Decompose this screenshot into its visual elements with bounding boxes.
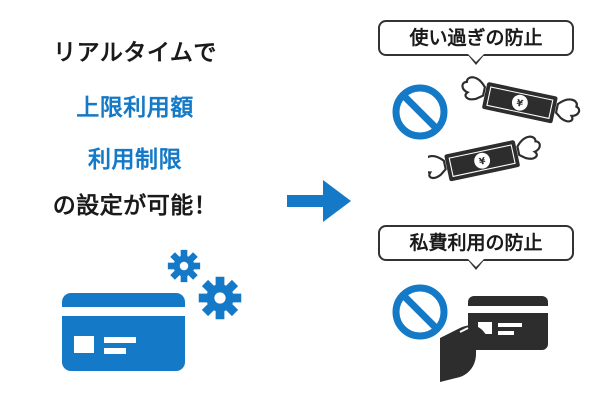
hand-holding-card-icon — [440, 296, 548, 382]
headline-line-1: リアルタイムで — [53, 40, 217, 66]
callout-private-use: 私費利用の防止 — [378, 225, 574, 261]
credit-card-icon — [62, 293, 185, 371]
flying-money-icon: ¥ — [428, 76, 583, 188]
prohibited-icon — [392, 284, 448, 340]
headline-line-2: 上限利用額 — [76, 95, 194, 121]
headline-line-3: 利用制限 — [88, 147, 182, 173]
prohibited-icon — [392, 84, 448, 140]
arrow-right-icon — [287, 180, 351, 222]
callout-overspend: 使い過ぎの防止 — [378, 20, 574, 56]
headline-line-4: の設定が可能！ — [52, 193, 218, 219]
